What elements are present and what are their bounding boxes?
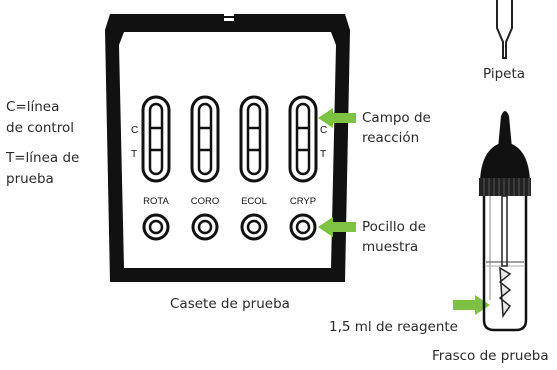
strip-ecol <box>239 95 269 183</box>
well-ecol <box>240 213 268 241</box>
sample-well-arrow-icon <box>318 217 356 237</box>
swab-stick <box>501 195 508 267</box>
swab-spiral <box>498 266 512 319</box>
well-coro <box>191 213 219 241</box>
lane-label-rota: ROTA <box>143 196 169 207</box>
legend-control-line: C=línea <box>6 99 60 115</box>
bottle-body <box>482 196 528 332</box>
reaction-strips <box>141 95 318 183</box>
pipette-illustration <box>496 0 513 59</box>
cassette-caption: Casete de prueba <box>170 296 290 312</box>
lane-label-ecol: ECOL <box>241 196 267 207</box>
reagent-arrow-icon <box>453 295 490 315</box>
sample-wells <box>142 213 317 241</box>
test-bottle-illustration <box>479 111 531 332</box>
legend-test-line: T=línea de <box>6 150 80 166</box>
strip-rota <box>141 95 171 183</box>
legend-control-line-2: de control <box>6 120 74 136</box>
lane-label-coro: CORO <box>191 196 220 207</box>
cassette-window <box>119 32 336 268</box>
test-cassette <box>105 13 350 282</box>
marker-c-right: C <box>320 125 327 136</box>
reaction-field-label-line-1: Campo de <box>362 110 431 126</box>
sample-well-label-line-1: Pocillo de <box>362 219 426 235</box>
reaction-field-arrow-icon <box>318 108 356 128</box>
well-cryp <box>289 213 317 241</box>
bottle-caption: Frasco de prueba <box>432 348 549 364</box>
cassette-notch <box>224 13 234 16</box>
legend-test-line-2: prueba <box>6 171 54 187</box>
marker-t-left: T <box>131 149 137 160</box>
reagent-label: 1,5 ml de reagente <box>329 319 458 335</box>
bottle-cap-ring <box>479 178 531 196</box>
pipette-caption: Pipeta <box>483 66 526 82</box>
marker-c-left: C <box>131 125 138 136</box>
reaction-field-label-line-2: reacción <box>362 130 419 146</box>
bottle-cap-tip <box>498 111 512 148</box>
bottle-cap-dome <box>480 142 530 180</box>
well-rota <box>142 213 170 241</box>
marker-t-right: T <box>320 149 326 160</box>
sample-well-label-line-2: muestra <box>362 239 418 255</box>
strip-cryp <box>288 95 318 183</box>
cassette-notch-2 <box>224 18 234 21</box>
strip-coro <box>190 95 220 183</box>
lane-label-cryp: CRYP <box>290 196 316 207</box>
